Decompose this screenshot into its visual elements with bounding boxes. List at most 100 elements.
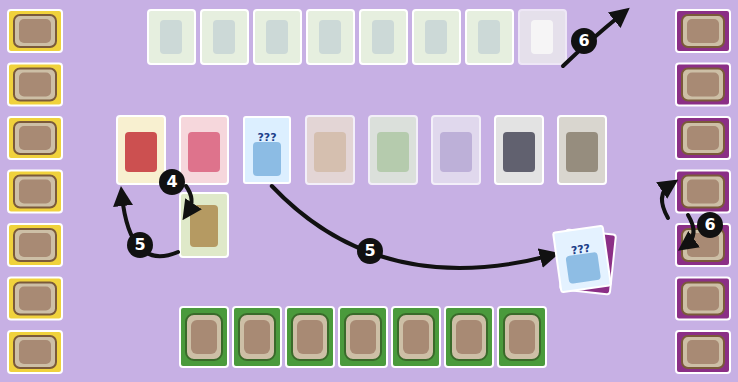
card	[504, 314, 540, 360]
card	[19, 287, 51, 311]
card	[360, 10, 407, 64]
card	[676, 64, 730, 106]
card	[566, 132, 598, 172]
card	[440, 132, 472, 172]
card	[403, 320, 429, 354]
card	[19, 233, 51, 257]
card	[345, 314, 381, 360]
card	[14, 229, 56, 261]
card	[319, 20, 341, 54]
card	[180, 307, 228, 367]
card	[398, 314, 434, 360]
card	[558, 116, 606, 184]
card	[180, 116, 228, 184]
card	[188, 132, 220, 172]
card	[8, 171, 62, 213]
card	[14, 283, 56, 315]
card	[509, 320, 535, 354]
card	[687, 180, 719, 204]
card	[372, 20, 394, 54]
card	[286, 307, 334, 367]
game-card: ???	[243, 116, 291, 184]
card	[117, 116, 165, 184]
card	[519, 10, 566, 64]
card	[191, 320, 217, 354]
card	[676, 171, 730, 213]
card	[531, 20, 553, 54]
card	[19, 180, 51, 204]
card	[8, 117, 62, 159]
card	[456, 320, 482, 354]
card	[8, 278, 62, 320]
card	[244, 320, 270, 354]
card	[292, 314, 328, 360]
card	[339, 307, 387, 367]
callout-number: 6	[697, 212, 723, 238]
card	[297, 320, 323, 354]
card	[8, 10, 62, 52]
card	[676, 278, 730, 320]
card	[213, 20, 235, 54]
card	[239, 314, 275, 360]
card	[498, 307, 546, 367]
callout-number: 6	[571, 28, 597, 54]
card	[425, 20, 447, 54]
card	[14, 69, 56, 101]
card	[432, 116, 480, 184]
card	[8, 224, 62, 266]
card-picture	[253, 142, 281, 176]
card	[392, 307, 440, 367]
callout-number: 4	[159, 169, 185, 195]
card	[14, 15, 56, 47]
card	[160, 20, 182, 54]
card	[682, 336, 724, 368]
card	[503, 132, 535, 172]
card	[687, 287, 719, 311]
move-arrow	[186, 186, 192, 212]
move-arrow	[662, 185, 670, 218]
card	[19, 73, 51, 97]
card	[14, 122, 56, 154]
card	[451, 314, 487, 360]
card	[14, 336, 56, 368]
callout-number: 5	[127, 232, 153, 258]
card	[254, 10, 301, 64]
card	[8, 331, 62, 373]
callout-number: 5	[357, 238, 383, 264]
card	[190, 205, 218, 247]
card	[676, 331, 730, 373]
card-title: ???	[245, 132, 289, 144]
card	[377, 132, 409, 172]
card	[682, 122, 724, 154]
card	[495, 116, 543, 184]
card	[682, 283, 724, 315]
card	[307, 10, 354, 64]
card	[19, 126, 51, 150]
card	[314, 132, 346, 172]
move-arrow	[272, 186, 550, 268]
card	[478, 20, 500, 54]
card	[445, 307, 493, 367]
card	[180, 193, 228, 257]
card	[19, 19, 51, 43]
move-arrow	[686, 215, 694, 245]
card	[676, 117, 730, 159]
card	[14, 176, 56, 208]
card	[687, 340, 719, 364]
card	[369, 116, 417, 184]
game-card: ???	[552, 225, 612, 294]
card	[413, 10, 460, 64]
card	[306, 116, 354, 184]
card	[350, 320, 376, 354]
card	[19, 340, 51, 364]
card	[201, 10, 248, 64]
card	[186, 314, 222, 360]
card	[687, 73, 719, 97]
card	[687, 19, 719, 43]
card	[266, 20, 288, 54]
card	[682, 15, 724, 47]
card	[682, 69, 724, 101]
card	[8, 64, 62, 106]
